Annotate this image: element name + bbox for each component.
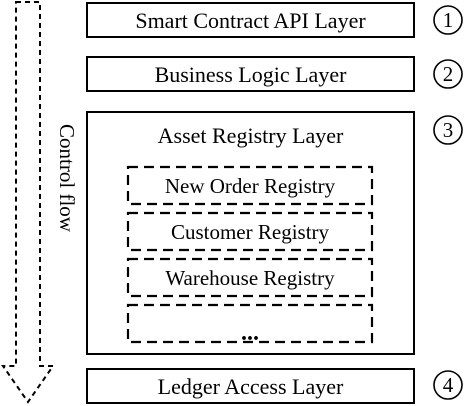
layer-number-badge-1-circle xyxy=(433,5,463,35)
layer-asset-registry-label: Asset Registry Layer xyxy=(158,123,344,148)
layer-business-logic: Business Logic Layer xyxy=(86,56,415,92)
layer-number-badge-2-circle xyxy=(433,59,463,89)
layer-business-logic-label: Business Logic Layer xyxy=(155,62,348,87)
layer-number-badge-1-label: 1 xyxy=(443,8,454,32)
registry-new-order-box xyxy=(126,165,374,206)
registry-warehouse-label: Warehouse Registry xyxy=(165,266,335,290)
layer-number-badge-3: 3 xyxy=(433,115,463,145)
control-flow-arrow-shape xyxy=(1,1,55,404)
registry-new-order: New Order Registry xyxy=(126,165,374,206)
layer-smart-contract-api: Smart Contract API Layer xyxy=(86,2,415,38)
registry-customer-label: Customer Registry xyxy=(171,220,330,244)
registry-customer: Customer Registry xyxy=(126,211,374,252)
layer-number-badge-2-label: 2 xyxy=(443,62,454,86)
registry-warehouse: Warehouse Registry xyxy=(126,257,374,298)
layer-ledger-access-label: Ledger Access Layer xyxy=(158,374,344,399)
control-flow-arrow xyxy=(1,1,55,404)
registry-more-ellipsis: ... xyxy=(241,320,259,346)
layer-smart-contract-api-label: Smart Contract API Layer xyxy=(135,8,366,33)
layer-number-badge-3-label: 3 xyxy=(443,118,454,142)
layer-number-badge-4: 4 xyxy=(433,370,463,400)
registry-more-box xyxy=(126,303,374,344)
layer-number-badge-2: 2 xyxy=(433,59,463,89)
registry-customer-box xyxy=(126,211,374,252)
registry-more: ... xyxy=(126,303,374,346)
layer-smart-contract-api-box xyxy=(86,2,415,38)
layer-number-badge-3-circle xyxy=(433,115,463,145)
layer-number-badge-1: 1 xyxy=(433,5,463,35)
layer-number-badge-4-circle xyxy=(433,370,463,400)
control-flow-label: Control flow xyxy=(55,124,79,233)
layer-ledger-access: Ledger Access Layer xyxy=(86,368,415,404)
registry-warehouse-box xyxy=(126,257,374,298)
layer-business-logic-box xyxy=(86,56,415,92)
registry-new-order-label: New Order Registry xyxy=(165,174,336,198)
layer-asset-registry: Asset Registry Layer New Order Registry … xyxy=(86,111,415,355)
layer-ledger-access-box xyxy=(86,368,415,404)
layer-number-badge-4-label: 4 xyxy=(443,373,454,397)
